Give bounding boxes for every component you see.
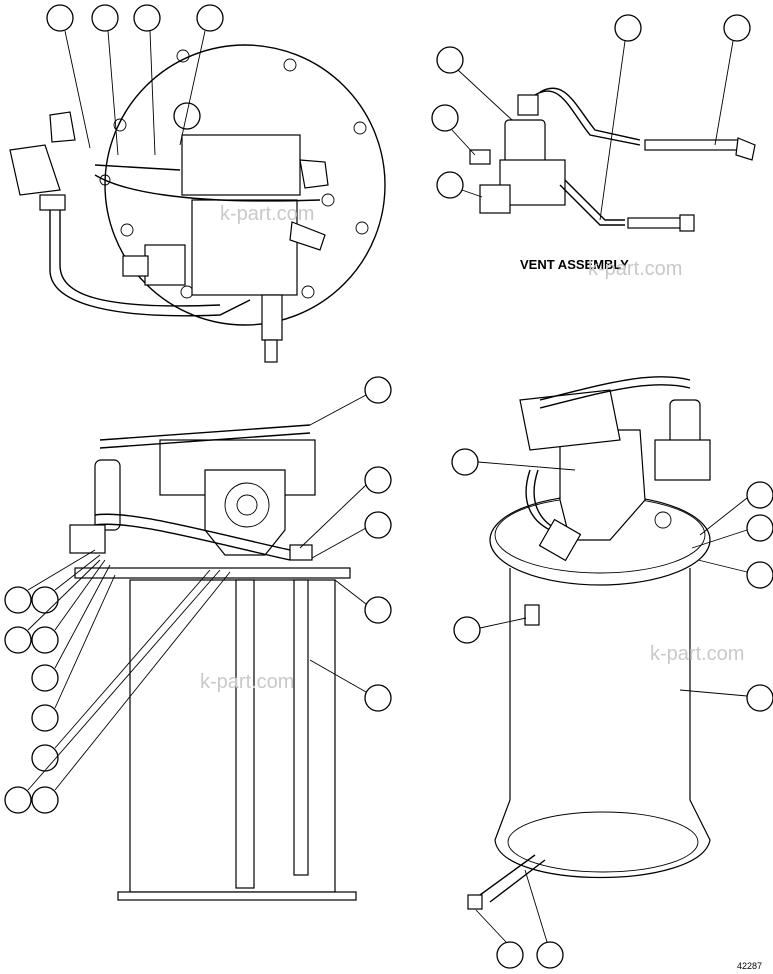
watermark: k-part.com bbox=[220, 203, 314, 225]
callout-balloon bbox=[436, 46, 464, 74]
iso-view-reservoir bbox=[467, 376, 711, 910]
callout-balloon bbox=[451, 448, 479, 476]
callout-balloon bbox=[436, 171, 464, 199]
callout-balloon bbox=[746, 481, 773, 509]
drawing-number: 42287 bbox=[737, 961, 762, 971]
callout-balloon bbox=[453, 616, 481, 644]
top-left-callouts bbox=[46, 4, 224, 156]
callout-balloon bbox=[46, 4, 74, 32]
callout-balloon bbox=[746, 561, 773, 589]
callout-balloon bbox=[364, 376, 392, 404]
callout-balloon bbox=[4, 786, 32, 814]
vent-assembly-label: VENT ASSEMBLY bbox=[520, 257, 629, 272]
callout-balloon bbox=[496, 941, 524, 969]
vent-assembly-view bbox=[431, 14, 756, 232]
callout-balloon bbox=[364, 596, 392, 624]
callout-balloon bbox=[31, 744, 59, 772]
callout-balloon bbox=[364, 684, 392, 712]
iso-view-callouts bbox=[451, 448, 773, 969]
callout-balloon bbox=[31, 704, 59, 732]
top-view-manifold bbox=[9, 44, 386, 363]
callout-balloon bbox=[4, 586, 32, 614]
callout-balloon bbox=[196, 4, 224, 32]
callout-balloon bbox=[4, 626, 32, 654]
callout-balloon bbox=[91, 4, 119, 32]
watermark: k-part.com bbox=[588, 258, 682, 280]
callout-balloon bbox=[133, 4, 161, 32]
callout-balloon bbox=[746, 514, 773, 542]
callout-balloon bbox=[31, 586, 59, 614]
callout-balloon bbox=[723, 14, 751, 42]
callout-balloon bbox=[364, 466, 392, 494]
callout-balloon bbox=[364, 511, 392, 539]
callout-balloon bbox=[431, 104, 459, 132]
callout-balloon bbox=[746, 684, 773, 712]
callout-balloon bbox=[31, 786, 59, 814]
side-view-reservoir bbox=[69, 424, 357, 901]
callout-balloon bbox=[31, 664, 59, 692]
watermark: k-part.com bbox=[650, 643, 744, 665]
callout-balloon bbox=[536, 941, 564, 969]
watermark: k-part.com bbox=[200, 671, 294, 693]
callout-balloon bbox=[614, 14, 642, 42]
callout-balloon bbox=[31, 626, 59, 654]
side-view-callouts bbox=[4, 376, 392, 814]
